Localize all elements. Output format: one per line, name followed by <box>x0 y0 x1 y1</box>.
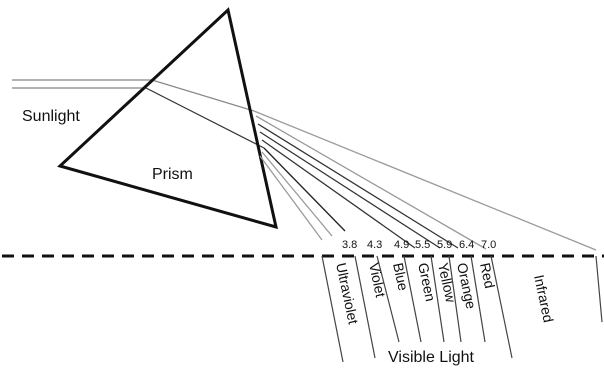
boundary-violet-blue <box>376 255 400 343</box>
band-boundaries <box>321 255 603 363</box>
sunlight-beam <box>12 79 152 89</box>
band-label-violet: Violet <box>366 261 389 298</box>
internal-ray-lower <box>145 87 265 149</box>
wavelength-value: 3.8 <box>342 239 357 251</box>
wavelength-values: 3.8 4.3 4.9 5.5 5.9 6.4 7.0 <box>342 239 496 251</box>
ray-ultraviolet <box>259 155 323 241</box>
internal-ray-upper <box>151 79 255 112</box>
boundary-green-yellow <box>430 255 445 343</box>
internal-rays <box>145 79 265 149</box>
boundary-yellow-orange <box>448 255 462 343</box>
wavelength-value: 5.5 <box>415 239 430 251</box>
wavelength-value: 4.3 <box>367 239 382 251</box>
wavelength-value: 5.9 <box>437 239 452 251</box>
wavelength-value: 4.9 <box>394 239 409 251</box>
band-label-green: Green <box>415 261 439 302</box>
wavelength-value: 6.4 <box>459 239 474 251</box>
dispersed-rays <box>253 110 597 251</box>
band-label-red: Red <box>477 261 498 289</box>
boundary-uv-left <box>321 255 344 363</box>
band-label-orange: Orange <box>454 261 479 310</box>
boundary-blue-green <box>403 255 422 343</box>
boundary-infrared-right <box>595 255 603 323</box>
boundary-orange-red <box>470 255 486 343</box>
ray-red <box>255 115 487 250</box>
ray-yellow <box>259 131 441 249</box>
prism-label: Prism <box>152 166 193 183</box>
wavelength-value: 7.0 <box>481 239 496 251</box>
boundary-red-infrared <box>490 255 513 359</box>
ray-violet <box>261 151 333 237</box>
visible-light-label: Visible Light <box>388 349 475 366</box>
ray-orange <box>257 123 459 249</box>
band-label-infrared: Infrared <box>531 273 557 324</box>
ray-blue <box>263 147 346 232</box>
prism-shape <box>57 7 279 230</box>
ray-green <box>261 139 416 249</box>
boundary-uv-violet <box>354 255 376 359</box>
sunlight-label: Sunlight <box>22 108 80 125</box>
ray-infrared <box>253 110 597 251</box>
band-label-blue: Blue <box>390 261 412 292</box>
